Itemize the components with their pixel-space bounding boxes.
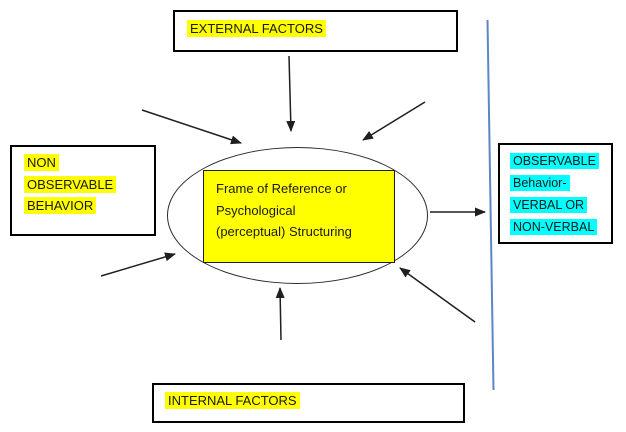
arrow-upper-right-icon [362, 101, 426, 141]
internal-factors-label: INTERNAL FACTORS [165, 392, 300, 409]
center-box-line: Psychological [216, 202, 296, 218]
external-factors-label: EXTERNAL FACTORS [187, 20, 326, 37]
arrow-upper-left-icon [141, 109, 242, 145]
right-box-line: VERBAL OR [510, 197, 588, 213]
frame-of-reference-box: Frame of Reference or Psychological (per… [203, 170, 395, 263]
divider-line [486, 19, 495, 391]
center-box-line: (perceptual) Structuring [216, 224, 352, 239]
left-box-line: OBSERVABLE [24, 175, 117, 193]
left-box-line: NON [24, 154, 59, 171]
left-box-line: BEHAVIOR [24, 197, 97, 214]
arrow-bottom-up-icon [275, 287, 285, 341]
arrow-lower-right-icon [399, 267, 476, 323]
right-box-line: Behavior- [510, 175, 570, 191]
arrow-lower-left-icon [100, 252, 176, 277]
internal-factors-box: INTERNAL FACTORS [152, 383, 465, 423]
external-factors-box: EXTERNAL FACTORS [173, 10, 458, 52]
right-box-line: OBSERVABLE [510, 153, 599, 169]
right-box-line: NON-VERBAL [510, 219, 598, 235]
center-box-line: Frame of Reference or [216, 181, 347, 196]
arrow-top-down-icon [286, 55, 296, 132]
non-observable-behavior-box: NON OBSERVABLE BEHAVIOR [10, 145, 156, 236]
observable-behavior-box: OBSERVABLE Behavior- VERBAL OR NON-VERBA… [498, 143, 613, 244]
